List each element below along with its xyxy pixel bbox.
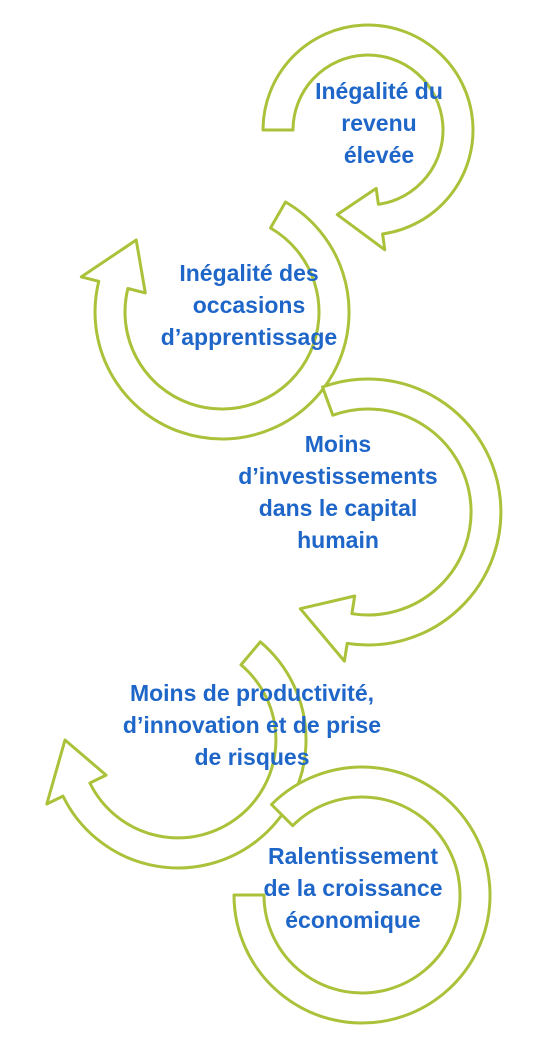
step-label-less-productivity: Moins de productivité, d’innovation et d… [123,677,381,773]
arrow-3 [298,377,503,663]
arrow-1 [261,23,475,252]
step-label-learning-inequality: Inégalité des occasions d’apprentissage [161,257,337,353]
step-label-less-human-capital: Moins d’investissements dans le capital … [238,428,437,556]
step-line: de risques [194,744,310,770]
step-line: de la croissance [263,875,443,901]
step-label-slower-growth: Ralentissement de la croissance économiq… [264,840,443,936]
step-line: Inégalité des [179,260,319,286]
step-line: économique [285,907,421,933]
step-line: d’innovation et de prise [122,712,382,738]
step-line: dans le capital [258,495,418,521]
arrow-2 [79,200,351,441]
step-line: humain [297,527,379,553]
step-line: élevée [343,142,415,168]
step-line: d’investissements [238,463,438,489]
arrow-4 [45,640,308,870]
step-label-income-inequality: Inégalité du revenu élevée [315,75,443,171]
step-line: Moins [304,431,372,457]
step-line: Ralentissement [267,843,438,869]
step-line: occasions [192,292,306,318]
arrow-5 [232,765,492,1025]
step-line: revenu [341,110,417,136]
step-line: Moins de productivité, [129,680,375,706]
step-line: d’apprentissage [160,324,338,350]
step-line: Inégalité du [315,78,443,104]
